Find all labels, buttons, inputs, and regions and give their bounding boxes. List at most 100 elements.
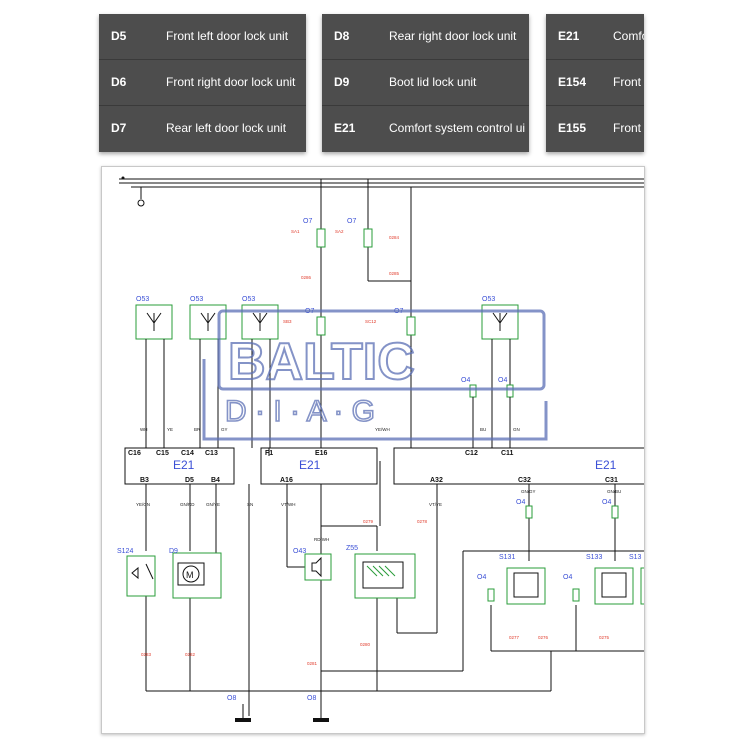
legend-code: D6	[111, 75, 127, 89]
sensor-s13: S13	[629, 554, 644, 605]
supply-bus	[119, 176, 644, 207]
legend-table-3: E21 Comfo E154 Front E155 Front	[546, 14, 644, 152]
antenna-icon	[252, 312, 268, 331]
connector-label: O4	[498, 377, 507, 384]
ground-terminal-icon	[137, 199, 145, 207]
legend-code: E155	[558, 121, 587, 135]
fuse-value: SB3	[283, 319, 292, 324]
lower-connectors: O4 O4 O4 O4	[477, 499, 619, 602]
legend-description: Comfo	[613, 29, 644, 43]
legend-row: E154 Front	[546, 60, 644, 106]
fuse-icon	[363, 228, 373, 248]
wire-color: VT/YE	[429, 502, 442, 507]
ground-label: O8	[227, 695, 236, 702]
pin-label: C16	[128, 450, 141, 457]
legend-row: D7 Rear left door lock unit	[99, 106, 306, 152]
wire-color: GY	[221, 427, 228, 432]
antenna-icon	[146, 312, 162, 331]
connector-label: O4	[516, 499, 525, 506]
wire-color: YE/GN	[136, 502, 150, 507]
module-z55: Z55	[346, 545, 416, 599]
wire-color: GN/GY	[521, 489, 536, 494]
connector-label: O4	[477, 574, 486, 581]
legend-description: Front	[613, 75, 642, 89]
watermark-text: BALTIC	[228, 333, 415, 391]
legend-description: Rear left door lock unit	[166, 121, 287, 135]
switch-s124: S124	[117, 548, 156, 597]
wiring-diagram[interactable]: O7 O7 O7 O7 SA1 SA2 SB3 SC12 0286 0285 0…	[101, 166, 645, 734]
antenna-icon	[492, 312, 508, 331]
legend-description: Boot lid lock unit	[389, 75, 477, 89]
pin-label: A16	[280, 477, 293, 484]
wire-code: 0284	[389, 235, 400, 240]
wire-color: WH	[140, 427, 148, 432]
legend-row: E155 Front	[546, 106, 644, 152]
antenna-icon	[200, 312, 216, 331]
wire-code: 0278	[417, 519, 428, 524]
wire-code: 0277	[509, 635, 520, 640]
legend-code: E21	[334, 121, 356, 135]
legend-description: Comfort system control ui	[389, 121, 526, 135]
fuse-value: SA1	[291, 229, 300, 234]
legend-description: Front	[613, 121, 642, 135]
ground-points: O8 O8	[227, 695, 329, 722]
wire-code: 0285	[389, 271, 400, 276]
component-label: D9	[169, 548, 178, 555]
pin-label: B3	[140, 477, 149, 484]
wire-color: YE/WH	[375, 427, 390, 432]
wire-color: SN	[247, 502, 253, 507]
buzzer-o43: O43	[293, 548, 332, 581]
wire-code: 0283	[141, 652, 152, 657]
component-label: S133	[586, 554, 602, 561]
ground-icon	[235, 718, 251, 722]
legend-code: E154	[558, 75, 587, 89]
wire-code: 0286	[301, 275, 312, 280]
ecu-label: E21	[299, 458, 321, 472]
diagram-svg: O7 O7 O7 O7 SA1 SA2 SB3 SC12 0286 0285 0…	[117, 176, 644, 722]
lower-wiring: YE/GN GN/RD GN/YE SN VT/WH VT/YE RD/WH G…	[136, 448, 644, 716]
pin-label: C14	[181, 450, 194, 457]
fuse-icon	[406, 316, 416, 336]
pin-label: C11	[501, 450, 514, 457]
baltic-diag-watermark: BALTIC D · I · A · G	[202, 309, 548, 441]
speaker-icon	[311, 556, 322, 578]
pin-label: A32	[430, 477, 443, 484]
lock-d9: M D9	[169, 548, 222, 599]
wire-code: 0281	[307, 661, 318, 666]
legend-code: D9	[334, 75, 350, 89]
ground-label: O8	[307, 695, 316, 702]
legend-table-1: D5 Front left door lock unit D6 Front ri…	[99, 14, 306, 152]
wire-code: 0279	[363, 519, 374, 524]
component-label: O43	[293, 548, 306, 555]
svg-text:M: M	[186, 570, 194, 580]
fuse-label: O7	[303, 218, 312, 225]
ground-icon	[313, 718, 329, 722]
switch-icon	[131, 563, 154, 580]
wire-color: GN/YE	[206, 502, 220, 507]
wire-code: 0280	[360, 642, 371, 647]
legend-row: D6 Front right door lock unit	[99, 60, 306, 106]
fuse-value: SC12	[365, 319, 377, 324]
heater-icon	[366, 565, 396, 577]
sensor-s131: S131	[499, 554, 546, 605]
pin-label: D5	[185, 477, 194, 484]
component-label: S124	[117, 548, 133, 555]
wire-color: BU	[480, 427, 486, 432]
sensor-s133: S133	[586, 554, 634, 605]
fuse-icon	[316, 228, 326, 248]
pin-label: C12	[465, 450, 478, 457]
pin-label: E16	[315, 450, 328, 457]
wire-color: VT/WH	[281, 502, 296, 507]
ecu-label: E21	[173, 458, 195, 472]
component-label: Z55	[346, 545, 358, 552]
legend-row: E21 Comfort system control ui	[322, 106, 529, 152]
legend-row: D8 Rear right door lock unit	[322, 14, 529, 60]
wire-color: GN	[513, 427, 520, 432]
fuse-icon	[316, 316, 326, 336]
ecu-e21: E21 E21 E21 C16 C15 C14 C13 B3 D5 B4 F1 …	[124, 447, 644, 485]
legend-code: D8	[334, 29, 350, 43]
legend-code: E21	[558, 29, 580, 43]
fuse-value: SA2	[335, 229, 344, 234]
legend-row: D9 Boot lid lock unit	[322, 60, 529, 106]
connector-label: O4	[461, 377, 470, 384]
